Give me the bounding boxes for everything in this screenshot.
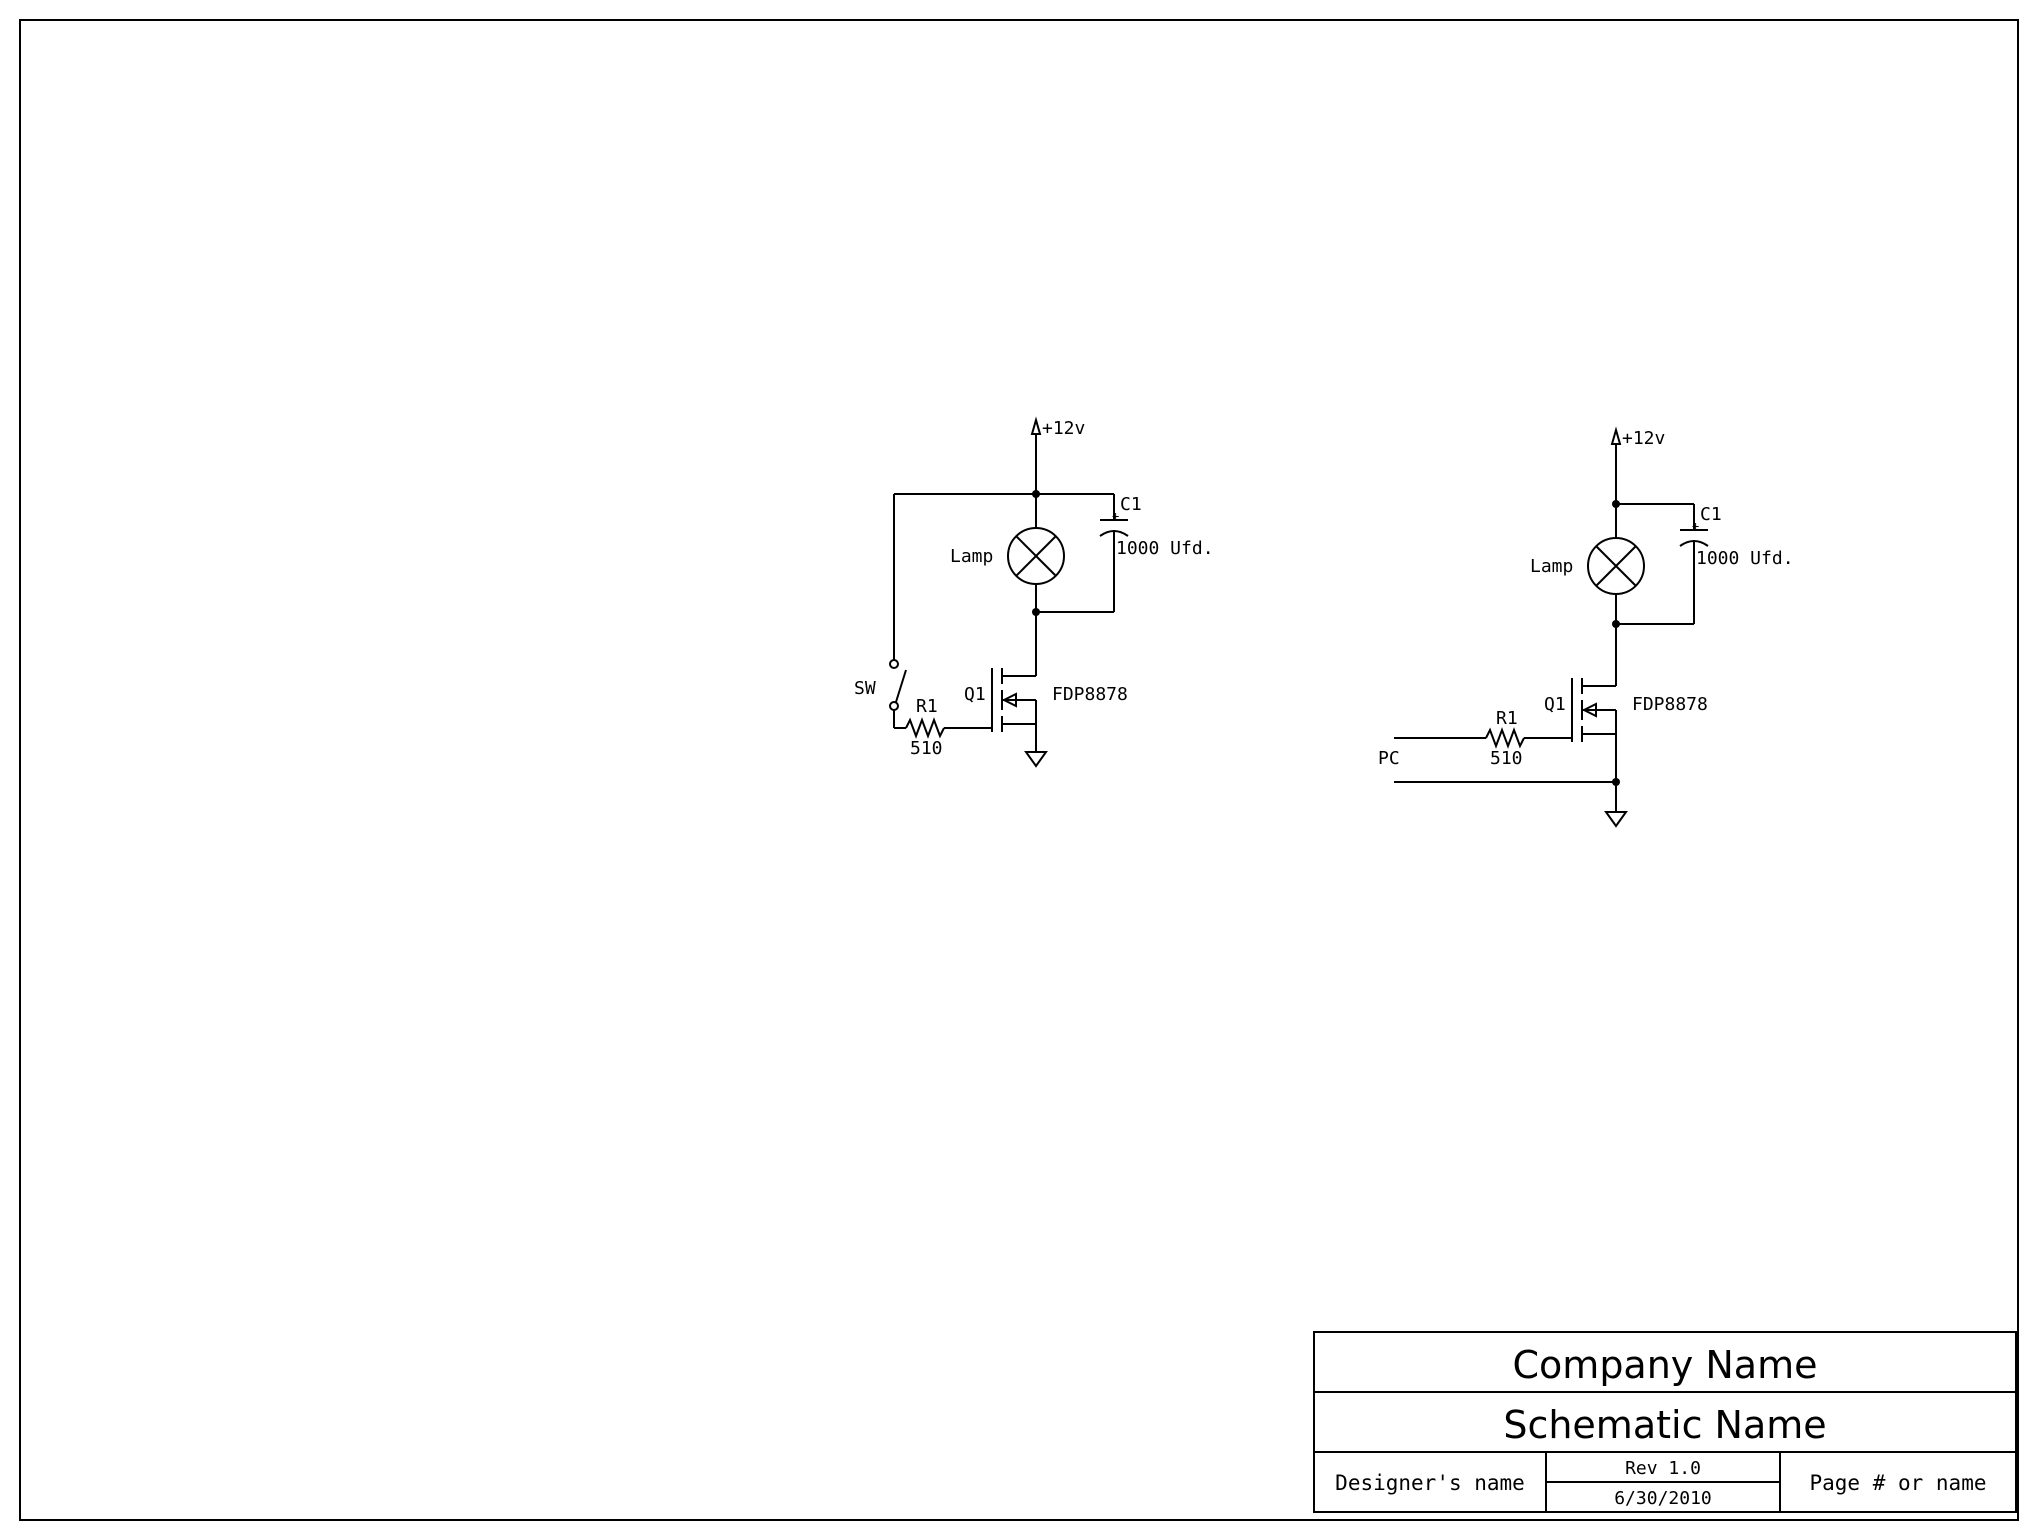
input-label: PC: [1378, 748, 1400, 769]
capacitor-polarity: +: [1112, 509, 1119, 523]
page-name: Page # or name: [1809, 1471, 1986, 1495]
title-block: Company Name Schematic Name Designer's n…: [1313, 1331, 2017, 1513]
capacitor-polarity: +: [1692, 519, 1699, 533]
transistor-ref: Q1: [964, 684, 986, 705]
capacitor-value: 1000 Ufd.: [1696, 548, 1794, 569]
supply-arrow: [1030, 416, 1042, 435]
lamp-label: Lamp: [950, 546, 993, 567]
resistor-symbol: [1485, 727, 1525, 749]
switch-contact-bottom: [889, 701, 899, 711]
mosfet-symbol: [991, 668, 1048, 768]
capacitor-ref: C1: [1120, 494, 1142, 515]
capacitor-ref: C1: [1700, 504, 1722, 525]
transistor-part: FDP8878: [1632, 694, 1708, 715]
circuit-switch: +12v C1 + 1000 Ufd. Lamp: [854, 416, 1214, 768]
mosfet-symbol: [1571, 678, 1628, 828]
date: 6/30/2010: [1614, 1488, 1712, 1509]
resistor-ref: R1: [1496, 708, 1518, 729]
resistor-value: 510: [910, 738, 943, 759]
supply-arrow: [1610, 426, 1622, 445]
company-name: Company Name: [1513, 1343, 1818, 1387]
resistor-ref: R1: [916, 696, 938, 717]
supply-label: +12v: [1622, 428, 1665, 449]
designer-name: Designer's name: [1335, 1471, 1525, 1495]
transistor-part: FDP8878: [1052, 684, 1128, 705]
capacitor-value: 1000 Ufd.: [1116, 538, 1214, 559]
resistor-value: 510: [1490, 748, 1523, 769]
circuit-pc: +12v C1 + 1000 Ufd. Lamp: [1378, 426, 1794, 828]
resistor-symbol: [905, 717, 945, 739]
switch-contact-top: [889, 659, 899, 669]
supply-label: +12v: [1042, 418, 1085, 439]
switch-lever: [895, 669, 907, 703]
lamp-label: Lamp: [1530, 556, 1573, 577]
schematic-name: Schematic Name: [1503, 1403, 1826, 1447]
transistor-ref: Q1: [1544, 694, 1566, 715]
sheet-border: [19, 19, 2019, 1521]
revision: Rev 1.0: [1625, 1458, 1701, 1479]
switch-label: SW: [854, 678, 876, 699]
